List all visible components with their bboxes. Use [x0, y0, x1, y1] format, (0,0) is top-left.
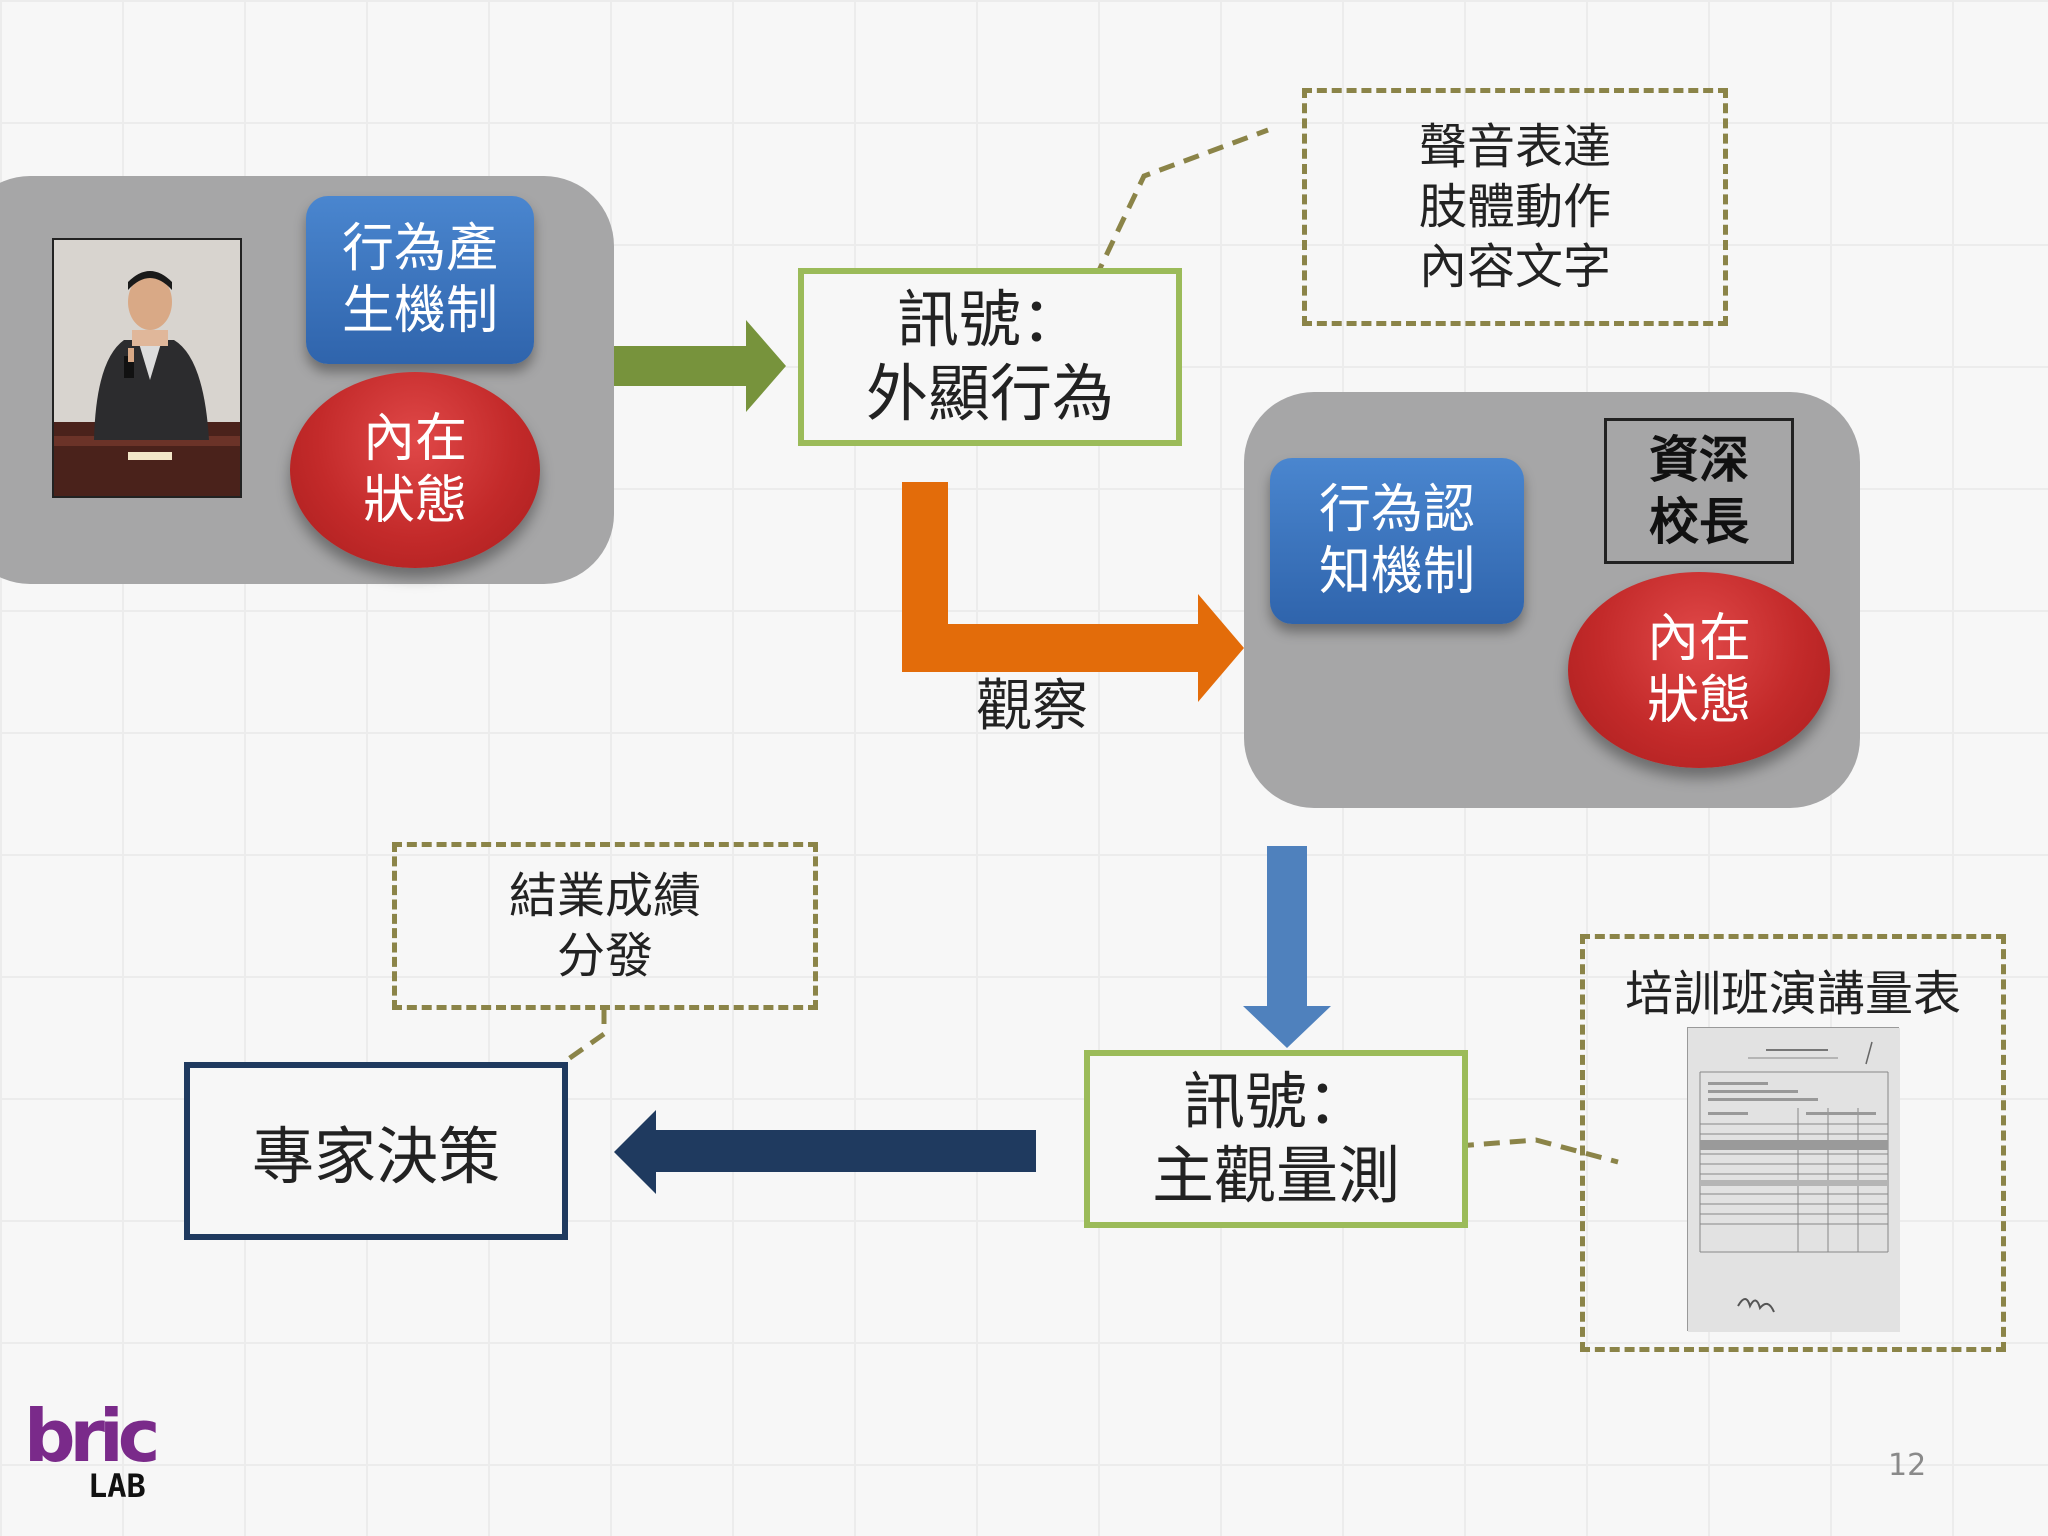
speaker-photo	[52, 238, 242, 498]
detail-voice: 聲音表達	[1418, 119, 1611, 175]
signal-external-behavior-box: 訊號： 外顯行為	[798, 268, 1182, 446]
detail-body: 肢體動作	[1418, 179, 1611, 235]
signal-top-line-1: 訊號：	[896, 283, 1083, 356]
speaker-figure	[54, 240, 240, 496]
signal-top-callout	[1081, 127, 1269, 304]
behavior-generation-mechanism-box: 行為產 生機制	[306, 196, 534, 364]
principal-internal-state-oval: 內在 狀態	[1568, 572, 1830, 768]
signal-subjective-measure-box: 訊號： 主觀量測	[1084, 1050, 1468, 1228]
grades-line-1: 結業成績	[508, 868, 701, 924]
scale-form-drawing	[1688, 1028, 1900, 1332]
logo-text-bottom: LAB	[88, 1467, 146, 1505]
grades-line-2: 分發	[556, 928, 653, 984]
cognition-label-line-2: 知機制	[1318, 542, 1475, 602]
senior-principal-line-2: 校長	[1649, 493, 1749, 551]
page-number: 12	[1888, 1448, 1927, 1483]
cognition-label-line-1: 行為認	[1318, 480, 1475, 540]
speech-scale-box: 培訓班演講量表	[1580, 934, 2006, 1352]
signal-bottom-line-1: 訊號：	[1182, 1065, 1369, 1138]
mechanism-label-line-1: 行為產	[341, 219, 498, 279]
green-arrow	[614, 320, 786, 412]
principal-state-line-2: 狀態	[1646, 671, 1751, 731]
blue-down-arrow	[1243, 846, 1331, 1048]
senior-principal-line-1: 資深	[1649, 431, 1749, 489]
navy-left-arrow	[614, 1110, 1036, 1194]
internal-state-oval: 內在 狀態	[290, 372, 540, 568]
signal-bottom-line-2: 主觀量測	[1151, 1139, 1400, 1212]
speech-scale-title: 培訓班演講量表	[1624, 966, 1961, 1022]
scale-form-image	[1687, 1027, 1900, 1332]
expert-decision-label: 專家決策	[251, 1120, 500, 1193]
logo-text-top: bric	[24, 1394, 160, 1478]
behavior-cognition-mechanism-box: 行為認 知機制	[1270, 458, 1524, 624]
mechanism-label-line-2: 生機制	[341, 281, 498, 341]
state-label-line-2: 狀態	[362, 471, 467, 531]
observe-label: 觀察	[976, 674, 1088, 739]
grades-assignment-box: 結業成績 分發	[392, 842, 818, 1010]
signal-top-line-2: 外顯行為	[865, 357, 1114, 430]
bric-lab-logo: bric LAB	[24, 1398, 174, 1514]
expert-decision-box: 專家決策	[184, 1062, 568, 1240]
state-label-line-1: 內在	[362, 409, 467, 469]
external-behavior-details-box: 聲音表達 肢體動作 內容文字	[1302, 88, 1728, 326]
detail-content: 內容文字	[1418, 239, 1611, 295]
principal-state-line-1: 內在	[1646, 609, 1751, 669]
senior-principal-box: 資深 校長	[1604, 418, 1794, 564]
orange-observe-arrow	[902, 482, 1244, 702]
